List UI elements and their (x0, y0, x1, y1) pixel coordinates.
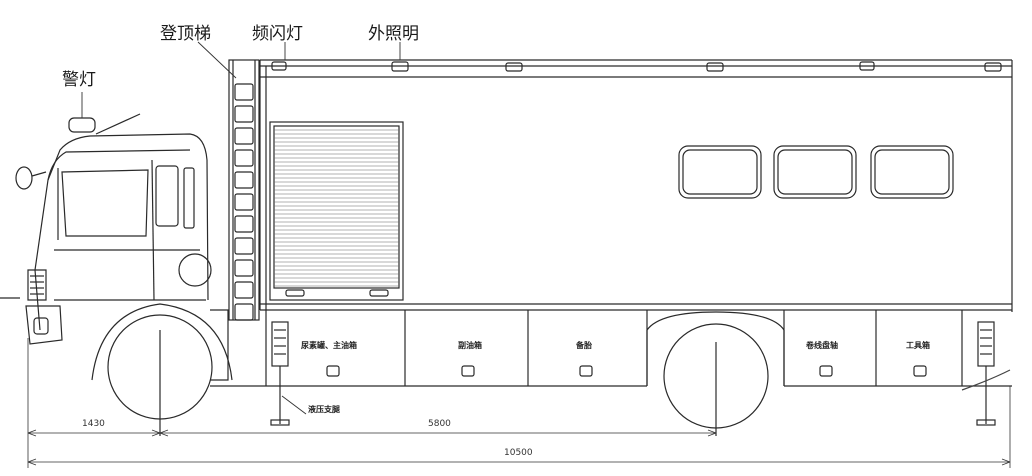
dimension-lines (27, 338, 1011, 468)
leader-lines (81, 41, 401, 415)
roller-shutter-door (269, 121, 404, 301)
side-window (870, 145, 954, 199)
ladder-rung (234, 127, 254, 145)
wheelbase-dimension: 5800 (428, 419, 451, 429)
hydraulic-leg-front (270, 321, 290, 426)
side-windows (678, 145, 954, 199)
ladder-rung (234, 105, 254, 123)
ladder-rung (234, 149, 254, 167)
lower-compartments (265, 310, 963, 387)
compartment-latch (461, 365, 475, 377)
side-mirror (15, 166, 33, 190)
compartment-latch (326, 365, 340, 377)
hydraulic-leg-rear (976, 321, 996, 426)
roof-light-fitting (706, 62, 724, 72)
floodlight-callout-label: 外照明 (368, 24, 419, 44)
ladder-rung (234, 237, 254, 255)
roof-light-fitting (271, 61, 287, 71)
compartment-label-aux-fuel: 副油箱 (458, 341, 482, 350)
ladder-callout-label: 登顶梯 (160, 24, 211, 44)
warning-light-callout-label: 警灯 (62, 70, 96, 90)
ladder-rung (234, 83, 254, 101)
ladder-rung (234, 303, 254, 321)
ladder-rung (234, 193, 254, 211)
ladder-rung (234, 281, 254, 299)
compartment-latch (579, 365, 593, 377)
overall-length-dimension: 10500 (504, 448, 533, 458)
truck-cab (15, 113, 229, 381)
warning-light (68, 117, 96, 133)
side-window (678, 145, 762, 199)
side-window (773, 145, 857, 199)
roof-light-fitting (391, 61, 409, 72)
strobe-light-callout-label: 频闪灯 (252, 24, 303, 44)
roof-light-fitting (984, 62, 1002, 72)
compartment-latch (913, 365, 927, 377)
compartment-latch (819, 365, 833, 377)
ladder-rung (234, 259, 254, 277)
roof-light-fitting (505, 62, 523, 72)
ladder-rung (234, 171, 254, 189)
front-wheel (91, 303, 233, 436)
roof-ladder (228, 59, 260, 321)
body-box (259, 59, 1013, 312)
side-window (777, 149, 853, 195)
front-overhang-dimension: 1430 (82, 419, 105, 429)
rear-wheel (663, 323, 769, 436)
compartment-label-toolbox: 工具箱 (906, 341, 930, 350)
hydraulic-leg-callout-label: 液压支腿 (308, 405, 340, 414)
side-window (682, 149, 758, 195)
compartment-label-spare-tire: 备胎 (576, 341, 592, 350)
compartment-label-urea-fuel: 尿素罐、主油箱 (301, 341, 357, 350)
side-window (874, 149, 950, 195)
roof-light-fitting (859, 61, 875, 71)
compartment-label-cable-reel: 卷线盘轴 (806, 341, 838, 350)
ladder-rung (234, 215, 254, 233)
